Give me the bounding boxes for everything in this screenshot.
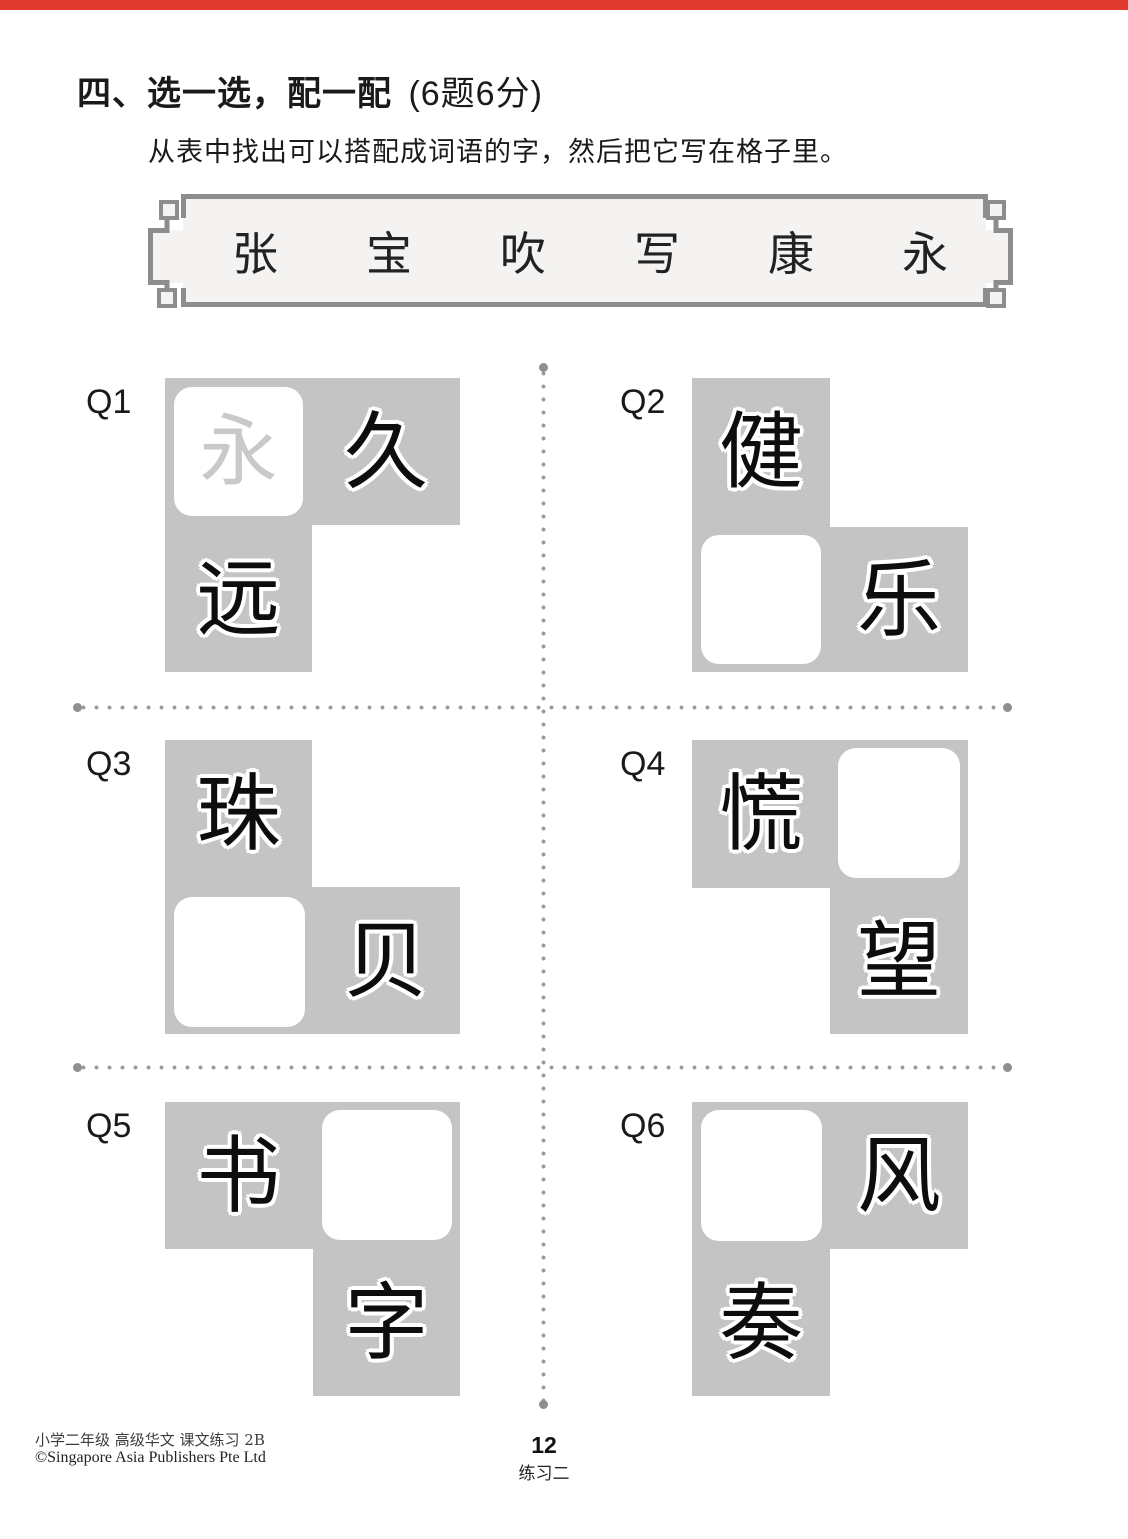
bank-char: 康	[768, 226, 814, 281]
given-char: 久	[343, 402, 428, 501]
gray-tile	[830, 527, 968, 672]
divider-end-dot	[539, 363, 548, 372]
question-label: Q5	[86, 1107, 132, 1145]
answer-box[interactable]	[701, 535, 821, 664]
footer-exercise-label: 练习二	[518, 1464, 570, 1484]
bank-char: 写	[634, 226, 680, 281]
given-char: 珠	[196, 764, 281, 863]
given-char: 字	[344, 1273, 429, 1372]
page-number: 12	[531, 1432, 557, 1458]
footer-series-title: 小学二年级 高级华文 课文练习 2B	[35, 1431, 265, 1449]
instruction-text: 从表中找出可以搭配成词语的字，然后把它写在格子里。	[148, 137, 848, 167]
answer-box[interactable]	[701, 1110, 822, 1241]
gray-tile	[692, 1249, 830, 1396]
section-title: 四、选一选，配一配 (6题6分)	[77, 66, 543, 115]
gray-tile	[165, 525, 312, 672]
divider-end-dot	[73, 1063, 82, 1072]
gray-tile	[313, 1249, 460, 1396]
gray-tile	[312, 887, 460, 1034]
given-char: 望	[856, 911, 941, 1010]
bank-char: 宝	[366, 226, 412, 281]
question-label: Q1	[86, 383, 132, 421]
given-char: 奏	[718, 1273, 803, 1372]
section-score: (6题6分)	[408, 75, 543, 113]
question-label: Q2	[620, 383, 666, 421]
question-label: Q6	[620, 1107, 666, 1145]
given-char: 慌	[718, 765, 803, 863]
answer-box[interactable]	[174, 897, 305, 1027]
given-char: 乐	[856, 550, 941, 649]
question-label: Q4	[620, 745, 666, 783]
divider-end-dot	[1003, 1063, 1012, 1072]
given-char: 健	[718, 402, 803, 501]
given-char: 书	[196, 1126, 281, 1225]
given-char: 远	[196, 549, 281, 648]
bank-char: 永	[902, 226, 948, 281]
divider-vertical-dotted	[541, 367, 546, 1407]
answer-box[interactable]	[322, 1110, 452, 1240]
divider-end-dot	[539, 1400, 548, 1409]
given-char: 风	[856, 1126, 941, 1225]
gray-tile	[692, 740, 830, 888]
word-bank-frame	[148, 194, 1013, 308]
page-top-accent-bar	[0, 0, 1128, 10]
answer-hint-char: 永	[199, 406, 278, 497]
divider-end-dot	[1003, 703, 1012, 712]
divider-end-dot	[73, 703, 82, 712]
bank-char: 张	[232, 226, 278, 281]
divider-horizontal-dotted	[77, 705, 1009, 710]
given-char: 贝	[343, 911, 428, 1010]
footer-copyright: ©Singapore Asia Publishers Pte Ltd	[35, 1449, 266, 1466]
answer-box[interactable]: 永	[174, 387, 303, 516]
word-bank-characters: 张 宝 吹 写 康 永	[232, 196, 948, 305]
bank-char: 吹	[500, 226, 546, 281]
section-title-text: 四、选一选，配一配	[77, 75, 392, 113]
divider-horizontal-dotted	[77, 1065, 1009, 1070]
question-label: Q3	[86, 745, 132, 783]
answer-box[interactable]	[838, 748, 960, 878]
